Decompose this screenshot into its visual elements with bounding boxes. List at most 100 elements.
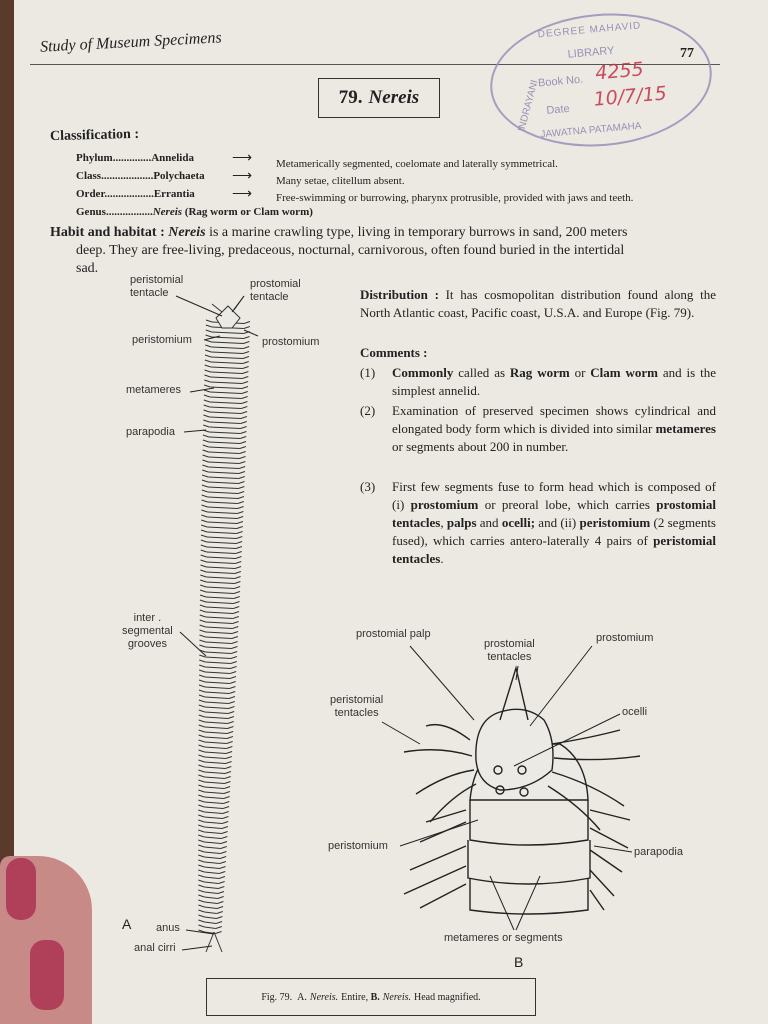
bold-term: Clam worm: [590, 365, 658, 380]
metamere-segment: [204, 906, 218, 909]
parapodium: [198, 924, 205, 928]
parapodium: [222, 806, 230, 809]
parapodium: [238, 491, 245, 494]
comment-text: (2 segments fused), which carries antero…: [392, 515, 716, 548]
parapodium: [198, 819, 205, 823]
anal-cirrus: [205, 931, 215, 953]
label-prostomium-b: prostomium: [596, 632, 654, 644]
metamere-segment: [204, 916, 217, 919]
parapodium: [198, 864, 205, 868]
leader-metameres-b: [515, 875, 541, 931]
leader-parapodia-b: [593, 845, 633, 853]
parapodium: [225, 756, 232, 759]
metamere-segment: [210, 361, 243, 364]
distribution-paragraph: Distribution : It has cosmopolitan distr…: [360, 286, 716, 322]
parapodium: [216, 916, 223, 919]
parapodium: [198, 744, 205, 748]
comment-text: First few segments fuse to form head whi…: [392, 479, 716, 512]
parapodium: [204, 369, 211, 373]
parapodium: [234, 576, 241, 579]
comment-text: ,: [440, 515, 447, 530]
leader-metameres: [189, 387, 215, 393]
parapodium: [241, 396, 248, 399]
parapodium: [200, 554, 207, 558]
label-peristomial-tentacles: peristomial tentacles: [330, 694, 383, 720]
parapodium: [198, 804, 205, 808]
bold-term: palps: [446, 515, 477, 530]
label-prostomial-tentacle: prostomial tentacle: [250, 278, 301, 304]
bold-term: peristomium: [579, 515, 651, 530]
left-parapodia: [403, 809, 467, 909]
arrow-icon: ⟶: [232, 187, 253, 202]
parapodium: [198, 904, 205, 908]
parapodium: [199, 609, 206, 613]
parapodium: [198, 754, 205, 758]
label-prostomial-tentacles: prostomial tentacles: [484, 638, 535, 664]
leader-ocelli: [513, 713, 621, 767]
metamere-segment: [207, 521, 237, 524]
metamere-segment: [204, 806, 224, 809]
metamere-segment: [205, 601, 234, 604]
metamere-segment: [204, 831, 222, 834]
comment-3: (3) First few segments fuse to form head…: [360, 478, 716, 568]
metamere-segment: [205, 631, 233, 634]
parapodium: [201, 474, 209, 478]
peristomial-tentacle: [403, 749, 473, 757]
metamere-segment: [208, 436, 241, 439]
parapodium: [201, 494, 208, 498]
parapodium: [241, 406, 248, 409]
comment-text: Examination of preserved specimen shows …: [392, 403, 716, 436]
parapodium: [241, 401, 248, 404]
comment-number: (3): [360, 479, 376, 494]
parapodium: [226, 746, 233, 749]
metamere-segment: [210, 386, 242, 389]
metamere-segment: [210, 356, 243, 359]
metamere-segment: [210, 381, 243, 384]
parapodium: [225, 766, 232, 769]
parapodium: [202, 444, 209, 448]
parapodium: [203, 419, 210, 423]
ocellus: [517, 765, 527, 775]
peristomial-tentacle: [415, 769, 475, 795]
parapodium: [198, 764, 205, 768]
parapodium: [224, 786, 231, 789]
habit-line-2: deep. They are free-living, predaceous, …: [76, 243, 625, 258]
parapodium: [236, 531, 243, 534]
metamere-segment: [207, 526, 237, 529]
parapodium: [198, 884, 205, 888]
order-row: Order..................Errantia: [76, 188, 195, 200]
metamere-segment: [206, 556, 236, 559]
parapodium: [204, 354, 212, 358]
genus-row: Genus.................Nereis (Rag worm o…: [76, 206, 313, 218]
parapodium: [240, 426, 247, 429]
metamere-segment: [205, 611, 234, 614]
caption-a-name: Nereis.: [309, 991, 339, 1003]
habit-line-1: is a marine crawling type, living in tem…: [205, 225, 628, 240]
parapodium: [199, 614, 206, 618]
metamere-segment: [209, 426, 241, 429]
parapodium: [198, 799, 205, 803]
parapodium: [222, 816, 229, 819]
taxon-name: Errantia: [153, 188, 195, 200]
leader-metameres-b: [489, 875, 515, 931]
parapodium: [199, 654, 206, 658]
metamere-segment: [205, 641, 232, 644]
parapodium: [243, 326, 251, 329]
caption-fig-number: Fig. 79.: [261, 991, 293, 1003]
metamere-segment: [210, 391, 242, 394]
parapodium: [234, 586, 241, 589]
caption-a-desc: Entire,: [341, 991, 369, 1003]
comment-text: and (ii): [535, 515, 580, 530]
class-row: Class...................Polychaeta: [76, 170, 205, 182]
parapodium: [239, 461, 246, 464]
metamere-segment: [204, 781, 225, 784]
metamere-segment: [209, 421, 241, 424]
metamere-segment: [205, 606, 234, 609]
parapodium: [204, 384, 211, 388]
arrow-icon: ⟶: [232, 169, 253, 184]
rank-label: Order: [76, 188, 105, 200]
leader-prostomial-tentacle: [231, 295, 245, 313]
parapodium: [230, 661, 237, 664]
label-parapodia-b: parapodia: [634, 846, 683, 858]
comment-2: (2) Examination of preserved specimen sh…: [360, 402, 716, 456]
